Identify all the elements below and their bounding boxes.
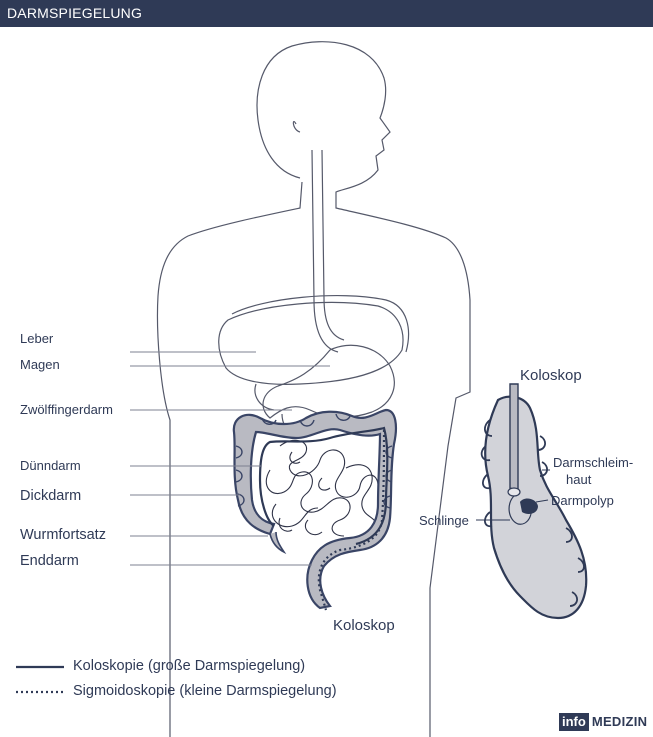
- brand-logo: info MEDIZIN: [559, 712, 647, 731]
- brand-text: MEDIZIN: [591, 714, 648, 729]
- small-intestine-icon: [265, 439, 379, 537]
- body-outline-icon: [156, 41, 471, 737]
- detail-darmschleimhaut-line2: haut: [566, 472, 592, 487]
- header-bar: DARMSPIEGELUNG: [0, 0, 653, 27]
- page-title: DARMSPIEGELUNG: [7, 5, 143, 21]
- detail-darmpolyp: Darmpolyp: [551, 493, 614, 508]
- detail-schlinge: Schlinge: [419, 513, 469, 528]
- colonoscopy-path: [258, 426, 389, 546]
- legend-sigmoidoskopie: Sigmoidoskopie (kleine Darmspiegelung): [73, 683, 337, 699]
- label-zwoelffingerdarm: Zwölffingerdarm: [20, 402, 113, 417]
- label-wurmfortsatz: Wurmfortsatz: [20, 527, 106, 543]
- label-koloskop-body: Koloskop: [333, 617, 395, 634]
- brand-box: info: [559, 712, 589, 731]
- label-enddarm: Enddarm: [20, 553, 79, 569]
- label-dickdarm: Dickdarm: [20, 488, 82, 504]
- label-magen: Magen: [20, 357, 60, 372]
- label-duenndarm: Dünndarm: [20, 458, 81, 473]
- sigmoidoscopy-path: [317, 429, 386, 611]
- legend-koloskopie: Koloskopie (große Darmspiegelung): [73, 658, 306, 674]
- leader-lines: [130, 351, 330, 566]
- colonoscope-icon: [476, 383, 588, 620]
- detail-darmschleimhaut-line1: Darmschleim-: [553, 455, 634, 470]
- detail-koloskop: Koloskop: [520, 367, 582, 384]
- label-leber: Leber: [20, 331, 54, 346]
